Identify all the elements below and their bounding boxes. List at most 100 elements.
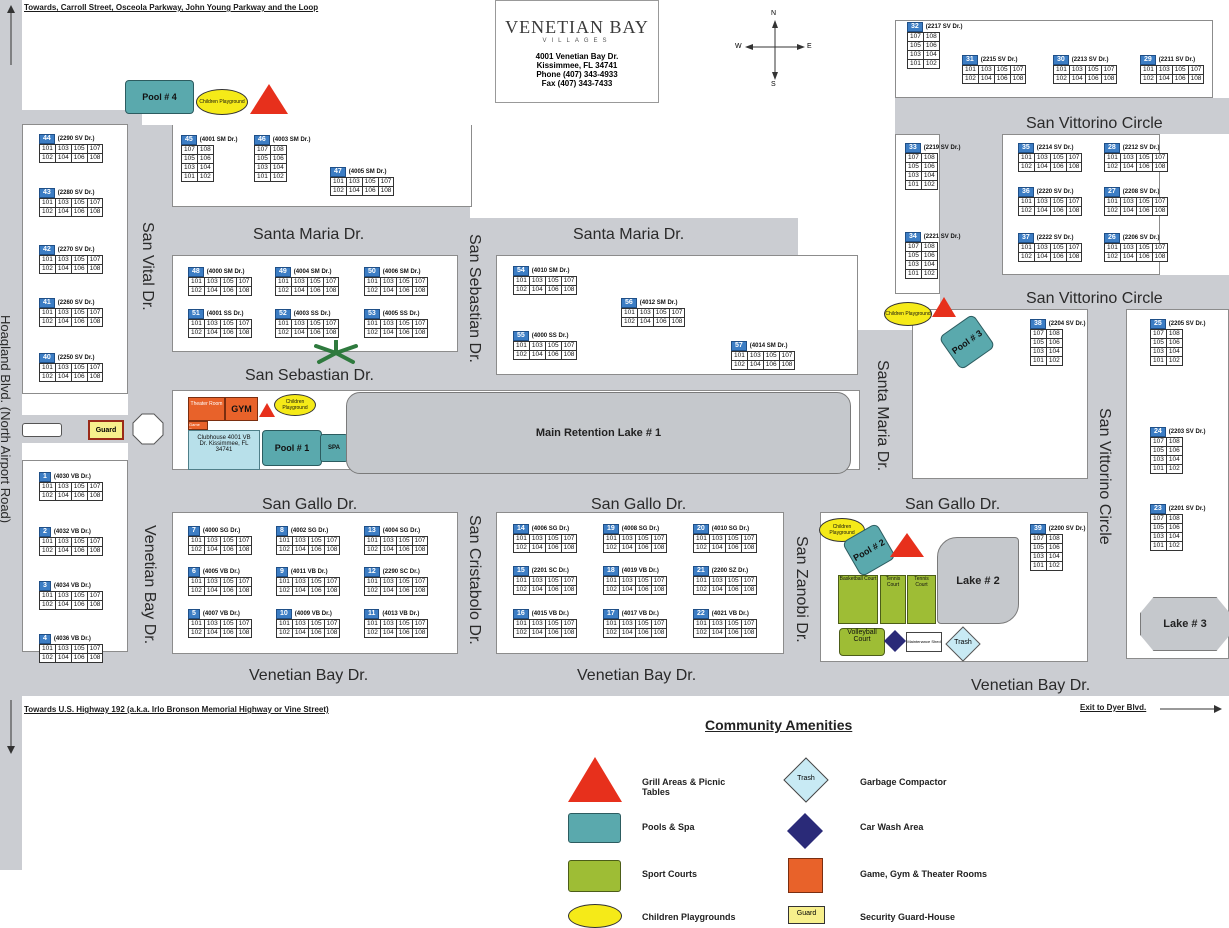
unit-cell[interactable]: 105 (395, 619, 413, 629)
unit-cell[interactable]: 105 (70, 537, 88, 547)
unit-cell[interactable]: 104 (636, 317, 654, 327)
unit-cell[interactable]: 107 (86, 144, 104, 154)
unit-cell[interactable]: 105 (70, 198, 88, 208)
unit-cell[interactable]: 106 (395, 286, 413, 296)
unit-cell[interactable]: 107 (905, 242, 922, 252)
unit-cell[interactable]: 104 (528, 350, 546, 360)
unit-cell[interactable]: 106 (70, 491, 88, 501)
unit-cell[interactable]: 102 (962, 74, 979, 84)
unit-cell[interactable]: 103 (1030, 347, 1047, 357)
unit-cell[interactable]: 103 (54, 308, 72, 318)
unit-cell[interactable]: 107 (254, 145, 271, 155)
unit-cell[interactable]: 105 (70, 482, 88, 492)
unit-cell[interactable]: 108 (411, 545, 429, 555)
unit-cell[interactable]: 101 (39, 591, 56, 601)
unit-cell[interactable]: 102 (188, 286, 205, 296)
unit-cell[interactable]: 103 (528, 276, 546, 286)
unit-cell[interactable]: 104 (1165, 455, 1183, 465)
unit-cell[interactable]: 103 (290, 277, 308, 287)
unit-cell[interactable]: 107 (560, 276, 578, 286)
unit-cell[interactable]: 101 (1104, 197, 1121, 207)
unit-cell[interactable]: 104 (379, 586, 397, 596)
unit-cell[interactable]: 104 (618, 543, 636, 553)
unit-cell[interactable]: 103 (528, 619, 546, 629)
maintenance-shed[interactable]: Maintenance Shed (906, 632, 942, 652)
unit-cell[interactable]: 102 (920, 269, 938, 279)
unit-cell[interactable]: 103 (203, 319, 221, 329)
unit-cell[interactable]: 105 (634, 576, 652, 586)
unit-cell[interactable]: 103 (1119, 153, 1137, 163)
unit-cell[interactable]: 108 (560, 350, 578, 360)
unit-cell[interactable]: 106 (1049, 252, 1067, 262)
unit-cell[interactable]: 102 (39, 153, 56, 163)
unit-cell[interactable]: 101 (364, 577, 381, 587)
unit-cell[interactable]: 101 (364, 277, 381, 287)
unit-cell[interactable]: 103 (1068, 65, 1086, 75)
unit-cell[interactable]: 101 (39, 644, 56, 654)
unit-cell[interactable]: 108 (740, 585, 758, 595)
unit-cell[interactable]: 103 (54, 537, 72, 547)
unit-cell[interactable]: 104 (203, 545, 221, 555)
unit-cell[interactable]: 103 (1030, 552, 1047, 562)
unit-cell[interactable]: 107 (740, 534, 758, 544)
unit-cell[interactable]: 107 (377, 177, 395, 187)
unit-cell[interactable]: 101 (1030, 561, 1047, 571)
unit-cell[interactable]: 106 (70, 653, 88, 663)
unit-cell[interactable]: 104 (1119, 252, 1137, 262)
unit-cell[interactable]: 107 (411, 536, 429, 546)
unit-cell[interactable]: 108 (1100, 74, 1118, 84)
unit-cell[interactable]: 102 (513, 585, 530, 595)
unit-cell[interactable]: 102 (1018, 252, 1035, 262)
unit-cell[interactable]: 107 (1150, 437, 1167, 447)
unit-cell[interactable]: 107 (322, 277, 340, 287)
unit-cell[interactable]: 104 (54, 546, 72, 556)
unit-cell[interactable]: 107 (668, 308, 686, 318)
unit-cell[interactable]: 106 (361, 186, 379, 196)
unit-cell[interactable]: 101 (693, 576, 710, 586)
unit-cell[interactable]: 101 (188, 577, 205, 587)
unit-cell[interactable]: 105 (1135, 243, 1153, 253)
unit-cell[interactable]: 101 (39, 144, 56, 154)
unit-cell[interactable]: 104 (379, 545, 397, 555)
unit-cell[interactable]: 108 (1165, 514, 1183, 524)
unit-cell[interactable]: 108 (1151, 206, 1169, 216)
unit-cell[interactable]: 103 (379, 277, 397, 287)
unit-cell[interactable]: 104 (291, 628, 309, 638)
unit-cell[interactable]: 102 (1018, 162, 1035, 172)
unit-cell[interactable]: 107 (1150, 514, 1167, 524)
unit-cell[interactable]: 101 (364, 619, 381, 629)
unit-cell[interactable]: 101 (39, 482, 56, 492)
unit-cell[interactable]: 108 (560, 543, 578, 553)
unit-cell[interactable]: 103 (708, 534, 726, 544)
unit-cell[interactable]: 106 (307, 586, 325, 596)
unit-cell[interactable]: 104 (54, 600, 72, 610)
unit-cell[interactable]: 102 (1053, 74, 1070, 84)
unit-cell[interactable]: 101 (1150, 464, 1167, 474)
unit-cell[interactable]: 101 (330, 177, 347, 187)
unit-cell[interactable]: 105 (70, 255, 88, 265)
unit-cell[interactable]: 106 (724, 543, 742, 553)
unit-cell[interactable]: 101 (364, 536, 381, 546)
unit-cell[interactable]: 105 (70, 363, 88, 373)
unit-cell[interactable]: 102 (39, 546, 56, 556)
unit-cell[interactable]: 108 (411, 328, 429, 338)
unit-cell[interactable]: 101 (188, 619, 205, 629)
unit-cell[interactable]: 106 (634, 628, 652, 638)
unit-cell[interactable]: 105 (1135, 153, 1153, 163)
unit-cell[interactable]: 101 (513, 276, 530, 286)
